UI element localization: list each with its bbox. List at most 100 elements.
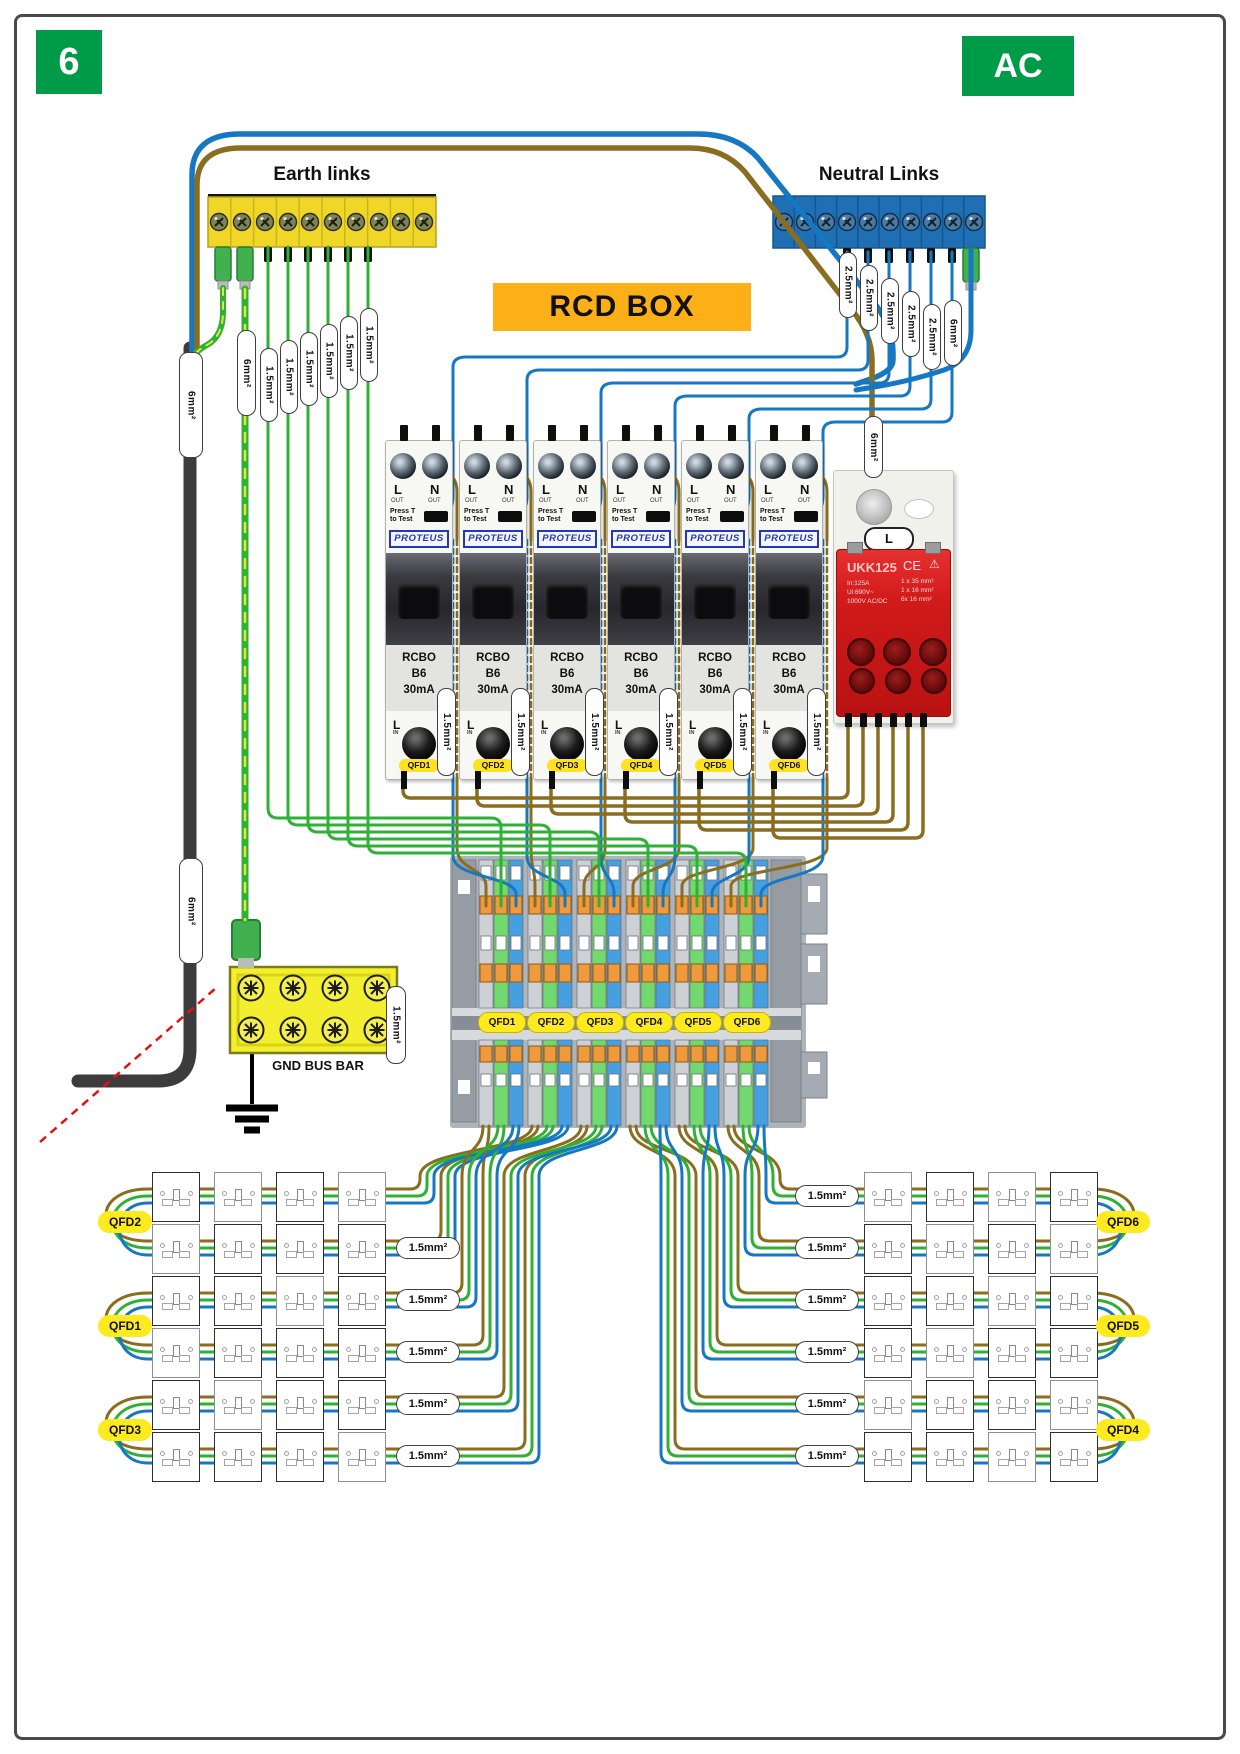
wire-size-label: 6mm² <box>179 352 203 458</box>
socket-outlet <box>988 1432 1036 1482</box>
socket-outlet <box>276 1172 324 1222</box>
socket-outlet <box>214 1432 262 1482</box>
terminal-screw <box>390 453 416 479</box>
wire-size-label: 6mm² <box>944 300 962 366</box>
socket-outlet <box>1050 1172 1098 1222</box>
supply-cable <box>71 341 197 1088</box>
circuit-label-left: QFD2 <box>98 1211 152 1233</box>
qfd-badge: QFD5 <box>695 759 735 772</box>
l-out-pin <box>400 425 408 441</box>
wire-size-label: 1.5mm² <box>733 688 752 776</box>
cable-cut-mark <box>39 987 217 1143</box>
wire-size-label: 1.5mm² <box>795 1393 859 1415</box>
earth-wires <box>266 245 748 908</box>
qfd-badge: QFD6 <box>769 759 809 772</box>
wire-size-label: 1.5mm² <box>280 340 298 414</box>
socket-outlet <box>926 1328 974 1378</box>
rcd-box-banner: RCD BOX <box>493 283 751 331</box>
socket-outlet <box>338 1380 386 1430</box>
socket-outlet <box>1050 1276 1098 1326</box>
wire-size-label: 2.5mm² <box>839 252 857 318</box>
phase-l-label: L <box>864 527 914 551</box>
socket-outlet <box>276 1276 324 1326</box>
socket-outlet <box>864 1328 912 1378</box>
feed-terminal <box>856 489 892 525</box>
qfd-badge: QFD3 <box>547 759 587 772</box>
outlet-hole <box>849 668 875 694</box>
l-label: L <box>394 482 402 497</box>
n-label: N <box>430 482 440 497</box>
outlet-hole <box>921 668 947 694</box>
switch-handle <box>398 583 440 619</box>
wire-size-label: 1.5mm² <box>396 1341 460 1363</box>
neutral-links-strip <box>772 195 986 291</box>
outlet-hole <box>847 638 875 666</box>
terminal-group-label: QFD6 <box>723 1012 771 1033</box>
terminal-group-label: QFD4 <box>625 1012 673 1033</box>
outlet-pin <box>920 713 927 727</box>
ground-symbol <box>226 1053 278 1134</box>
socket-outlet <box>214 1276 262 1326</box>
socket-outlet <box>152 1380 200 1430</box>
wire-size-label: 1.5mm² <box>396 1289 460 1311</box>
wire-size-label: 1.5mm² <box>807 688 826 776</box>
l-in-screw <box>402 727 436 761</box>
socket-outlet <box>1050 1380 1098 1430</box>
socket-outlet <box>1050 1224 1098 1274</box>
socket-outlet <box>338 1328 386 1378</box>
model-label: UKK125 <box>847 560 897 575</box>
qfd-badge: QFD4 <box>621 759 661 772</box>
socket-outlet <box>864 1224 912 1274</box>
wire-size-label: 1.5mm² <box>396 1393 460 1415</box>
wire-size-label: 6mm² <box>179 858 203 964</box>
wire-size-label: 1.5mm² <box>585 688 604 776</box>
outlet-pin <box>860 713 867 727</box>
socket-outlet <box>864 1276 912 1326</box>
outlet-pin <box>875 713 882 727</box>
spare-hole <box>904 499 934 519</box>
terminal-group-label: QFD3 <box>576 1012 624 1033</box>
circuit-label-right: QFD6 <box>1096 1211 1150 1233</box>
socket-outlet <box>926 1380 974 1430</box>
gnd-bus-bar <box>228 919 399 1055</box>
terminal-group-label: QFD1 <box>478 1012 526 1033</box>
gnd-bus-bar-label: GND BUS BAR <box>272 1058 364 1073</box>
wire-size-label: 1.5mm² <box>360 308 378 382</box>
socket-outlet <box>926 1432 974 1482</box>
warning-icon: ⚠ <box>929 557 940 571</box>
wire-size-label: 1.5mm² <box>396 1445 460 1467</box>
qfd-badge: QFD1 <box>399 759 439 772</box>
socket-outlet <box>214 1172 262 1222</box>
page-number-badge: 6 <box>36 30 102 94</box>
socket-outlet <box>338 1276 386 1326</box>
circuit-label-right: QFD4 <box>1096 1419 1150 1441</box>
socket-outlet <box>152 1172 200 1222</box>
wire-size-label: 1.5mm² <box>340 316 358 390</box>
breaker-switch <box>386 553 452 645</box>
wire-size-label: 1.5mm² <box>437 688 456 776</box>
wire-size-label: 1.5mm² <box>795 1341 859 1363</box>
earth-links-title: Earth links <box>273 164 371 185</box>
proteus-logo: PROTEUS <box>389 530 449 548</box>
socket-outlet <box>276 1380 324 1430</box>
n-out-pin <box>432 425 440 441</box>
l-in-pin <box>401 771 407 789</box>
socket-outlet <box>864 1432 912 1482</box>
out-label: OUT <box>428 498 441 504</box>
circuit-label-left: QFD3 <box>98 1419 152 1441</box>
wire-size-label: 2.5mm² <box>881 278 899 344</box>
wire-size-label: 6mm² <box>237 330 256 416</box>
qfd-badge: QFD2 <box>473 759 513 772</box>
socket-outlet <box>1050 1328 1098 1378</box>
wire-size-label: 2.5mm² <box>923 304 941 370</box>
earth-ferrule-6mm <box>214 246 232 290</box>
wire-size-label: 1.5mm² <box>260 348 278 422</box>
socket-outlet <box>926 1172 974 1222</box>
socket-outlet <box>152 1432 200 1482</box>
socket-outlet <box>338 1224 386 1274</box>
